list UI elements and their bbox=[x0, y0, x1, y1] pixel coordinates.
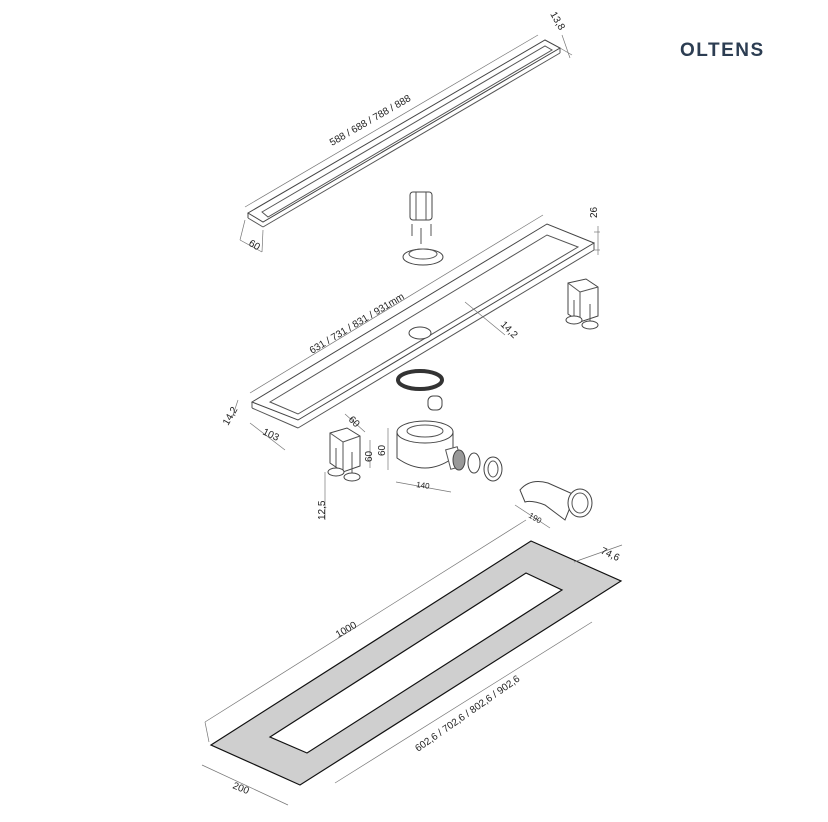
drain-channel bbox=[231, 214, 600, 451]
channel-inner-width-label: 14,2 bbox=[498, 319, 520, 341]
grate-height-label: 13,8 bbox=[547, 10, 566, 33]
gasket bbox=[396, 369, 444, 411]
foot-right bbox=[565, 278, 599, 330]
siphon-height-label: 60 bbox=[377, 444, 388, 456]
membrane-width-label: 200 bbox=[231, 781, 251, 798]
brand-logo: OLTENS bbox=[680, 40, 765, 61]
elbow-pipe bbox=[514, 481, 593, 529]
membrane-border-label: 74,6 bbox=[599, 546, 622, 564]
siphon-width-label: 140 bbox=[416, 480, 431, 491]
channel-width-label: 103 bbox=[261, 427, 281, 444]
foot-left bbox=[324, 413, 371, 520]
siphon bbox=[387, 420, 503, 493]
elbow-length-label: 190 bbox=[527, 511, 544, 526]
membrane-length-label: 1000 bbox=[334, 620, 359, 641]
foot-adjust-label: 12,5 bbox=[317, 500, 328, 520]
grate bbox=[239, 34, 573, 253]
grate-width-label: 60 bbox=[247, 238, 263, 253]
channel-height-label: 26 bbox=[589, 206, 600, 218]
foot-height-label: 60 bbox=[364, 450, 375, 462]
membrane bbox=[201, 519, 623, 806]
leveling-leg bbox=[402, 191, 444, 266]
channel-side-height-label: 14,2 bbox=[221, 405, 240, 428]
